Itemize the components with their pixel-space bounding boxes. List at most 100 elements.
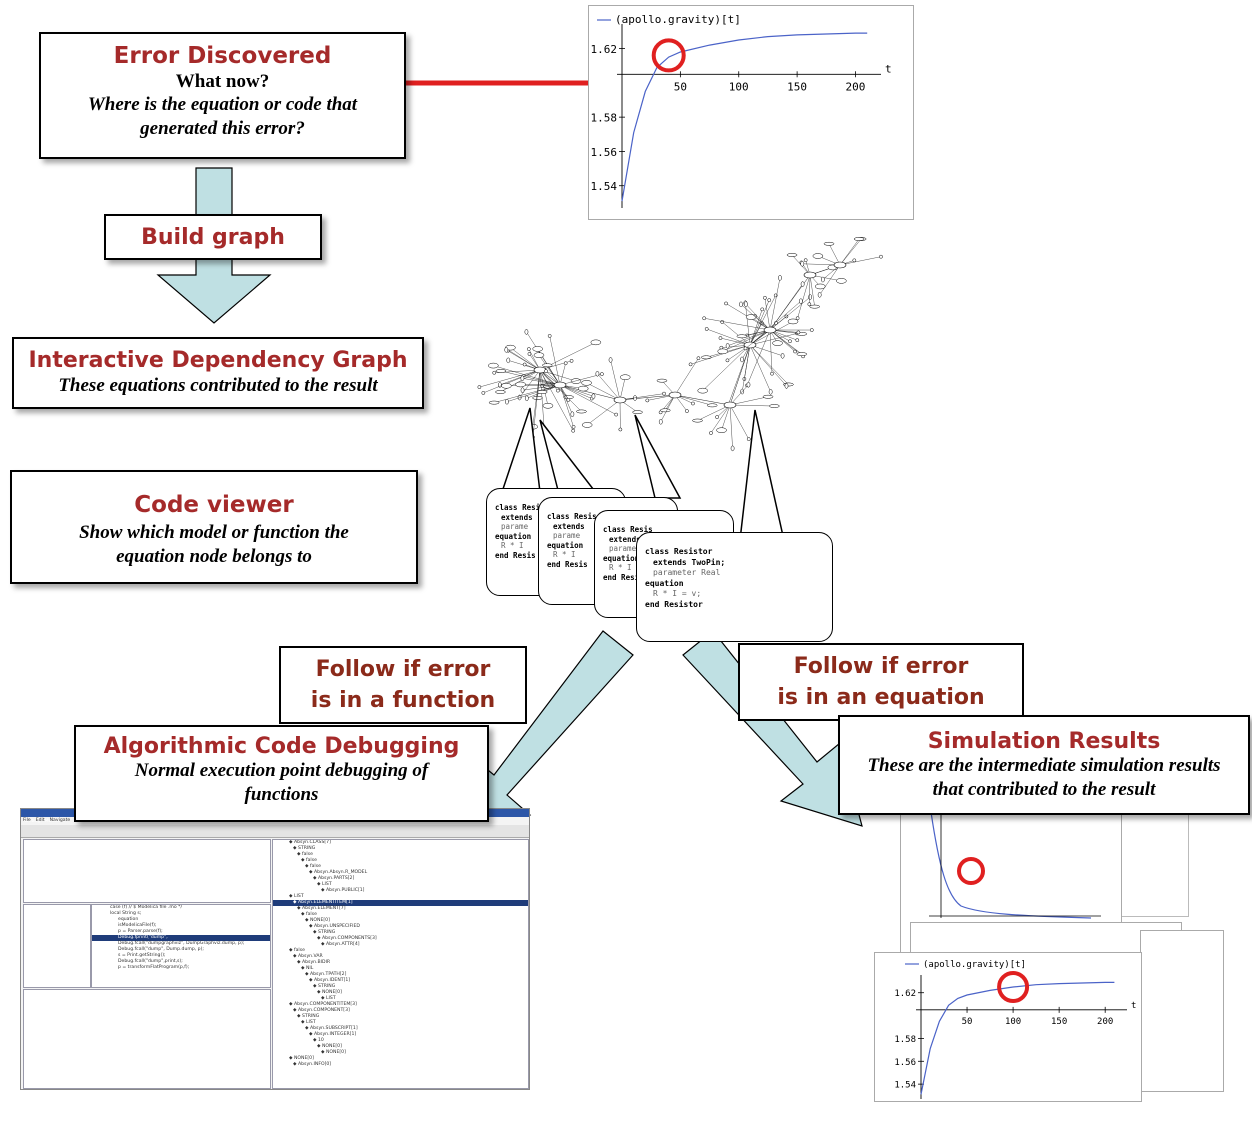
decay-plot <box>929 810 1101 919</box>
x-tick-label: 150 <box>787 80 807 93</box>
x-axis-label: t <box>885 62 892 75</box>
graph-edge <box>749 295 776 346</box>
editor-line: Debug.fcall("dump",print,s); <box>118 959 183 964</box>
tree-row[interactable]: ◆ LIST <box>289 894 304 899</box>
graph-node <box>778 275 782 281</box>
tree-row[interactable]: ◆ false <box>305 864 321 869</box>
tree-row[interactable]: ◆ LIST <box>321 996 336 1001</box>
graph-node <box>532 346 543 352</box>
tree-row[interactable]: ◆ Absyn.ELEMENT[7] <box>297 906 346 911</box>
dependency-graph-box: Interactive Dependency Graph These equat… <box>12 337 424 409</box>
variables-tree[interactable]: ◆ Absyn.CLASS[7]◆ STRING◆ false◆ false◆ … <box>272 839 529 1089</box>
graph-node <box>495 390 506 394</box>
tree-row[interactable]: ◆ Absyn.COMPONENT[3] <box>293 1008 350 1013</box>
tree-row[interactable]: ◆ Absyn.CLASS[7] <box>289 840 331 845</box>
follow-function-box: Follow if error is in a function <box>279 646 527 724</box>
menu-item[interactable]: File <box>23 818 31 823</box>
tree-row[interactable]: ◆ false <box>297 852 313 857</box>
graph-edge <box>729 396 769 406</box>
dependency-graph-subtitle: These equations contributed to the resul… <box>58 375 378 396</box>
graph-node <box>522 362 527 367</box>
algorithmic-debugging-title: Algorithmic Code Debugging <box>103 734 460 759</box>
code-editor[interactable]: case (f) // $ Modelica file .mo */local … <box>91 904 271 988</box>
algorithmic-debugging-box: Algorithmic Code Debugging Normal execut… <box>74 725 489 822</box>
editor-line: equation <box>118 917 139 922</box>
tree-row[interactable]: ◆ STRING <box>293 846 316 851</box>
tree-row[interactable]: ◆ Absyn.PUBLIC[1] <box>321 888 365 893</box>
graph-edge <box>559 384 574 427</box>
tree-row[interactable]: ◆ Absyn.INFO[0] <box>293 1062 332 1067</box>
tree-row[interactable]: ◆ NIL <box>301 966 314 971</box>
tree-row[interactable]: ◆ Absyn.COMPONENTITEM[3] <box>289 1002 357 1007</box>
graph-edge <box>660 394 676 422</box>
graph-node <box>691 401 695 406</box>
graph-node <box>702 316 707 321</box>
tree-row[interactable]: ◆ false <box>289 948 305 953</box>
tree-row[interactable]: ◆ Absyn.Absyn.R_MODEL <box>309 870 368 875</box>
dependency-graph <box>477 237 883 452</box>
tree-row[interactable]: ◆ NONE[0] <box>321 1050 346 1055</box>
graph-node <box>817 292 822 298</box>
graph-node <box>506 357 511 364</box>
graph-edge <box>769 277 781 331</box>
tree-row[interactable]: ◆ Absyn.PARTS[2] <box>313 876 355 881</box>
tree-row[interactable]: ◆ Absyn.COMPONENTS[3] <box>317 936 377 941</box>
graph-edge <box>809 274 815 307</box>
tree-row[interactable]: ◆ Absyn.VAR <box>293 954 323 959</box>
tree-row[interactable]: ◆ LIST <box>301 1020 316 1025</box>
graph-node <box>656 378 668 383</box>
graph-edge <box>539 369 549 406</box>
graph-node <box>793 349 797 354</box>
tree-row[interactable]: ◆ Absyn.SUBSCRIPT[1] <box>305 1026 358 1031</box>
graph-node <box>746 437 751 441</box>
graph-edge <box>769 283 803 331</box>
tree-row[interactable]: ◆ STRING <box>313 984 336 989</box>
tree-row[interactable]: ◆ 10 <box>313 1038 324 1043</box>
graph-node <box>730 445 735 452</box>
tree-row[interactable]: ◆ STRING <box>313 930 336 935</box>
tree-row[interactable]: ◆ NONE[0] <box>289 1056 314 1061</box>
tree-row[interactable]: ◆ Absyn.ATTR[4] <box>321 942 360 947</box>
graph-edge <box>586 382 621 401</box>
tree-row[interactable]: ◆ Absyn.ELEMENTITEM[1] <box>273 900 528 906</box>
editor-line: isModelicaFile(f); <box>118 923 157 928</box>
tree-row[interactable]: ◆ STRING <box>297 1014 320 1019</box>
tree-row[interactable]: ◆ Absyn.UNSPECIFIED <box>309 924 360 929</box>
tree-row[interactable]: ◆ Absyn.BIDIR <box>297 960 331 965</box>
graph-hub-node <box>533 366 547 374</box>
tree-row[interactable]: ◆ NONE[0] <box>305 918 330 923</box>
tree-row[interactable]: ◆ false <box>301 858 317 863</box>
graph-node <box>796 330 801 335</box>
graph-node <box>492 370 497 375</box>
graph-edge <box>520 384 561 386</box>
simulation-results-box: Simulation Results These are the interme… <box>838 715 1250 815</box>
graph-edge <box>769 329 802 355</box>
dependency-graph-title: Interactive Dependency Graph <box>28 348 408 373</box>
graph-edge <box>587 399 621 426</box>
tree-row[interactable]: ◆ Absyn.IDENT[1] <box>309 978 351 983</box>
x-tick-label: 200 <box>846 80 866 93</box>
tree-row[interactable]: ◆ NONE[0] <box>317 990 342 995</box>
graph-edge <box>722 329 771 352</box>
tree-row[interactable]: ◆ LIST <box>317 882 332 887</box>
graph-hub-node <box>723 401 737 409</box>
tree-row[interactable]: ◆ Absyn.INTEGER[1] <box>309 1032 357 1037</box>
graph-node <box>692 418 703 423</box>
graph-node <box>581 422 593 428</box>
graph-node <box>780 353 785 359</box>
graph-edge <box>538 355 561 386</box>
debugger-toolbar[interactable] <box>21 825 529 838</box>
tree-row[interactable]: ◆ Absyn.TPATH[2] <box>305 972 347 977</box>
graph-node <box>495 369 507 373</box>
graph-node <box>563 361 568 366</box>
menu-item[interactable]: Navigate <box>49 818 71 823</box>
graph-node <box>595 370 600 377</box>
graph-edge <box>729 404 775 407</box>
graph-node <box>743 346 748 351</box>
tree-row[interactable]: ◆ false <box>301 912 317 917</box>
menu-item[interactable]: Edit <box>35 818 45 823</box>
graph-node <box>706 403 718 408</box>
tree-row[interactable]: ◆ NONE[0] <box>317 1044 342 1049</box>
